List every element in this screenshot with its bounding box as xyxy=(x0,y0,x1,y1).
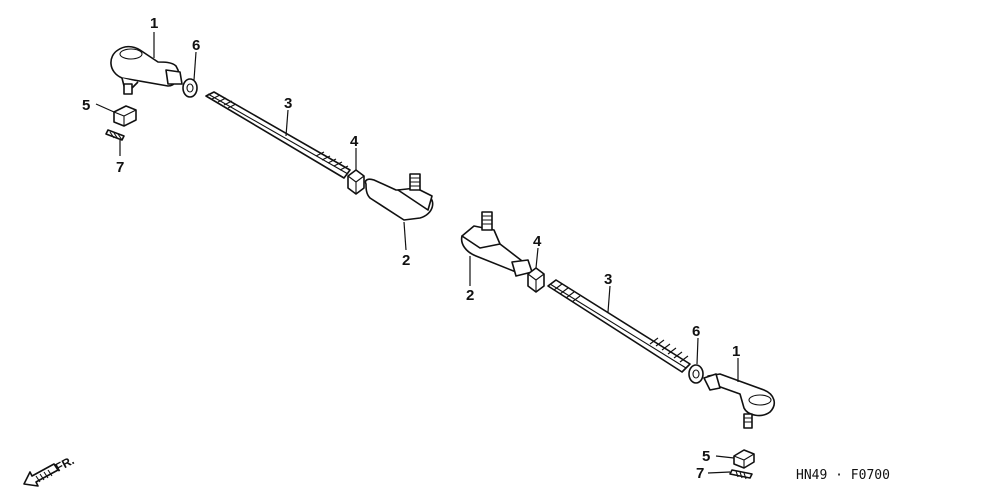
tie-rod-left xyxy=(205,91,351,179)
adjust-nut-left xyxy=(347,169,365,195)
cotter-pin-left xyxy=(105,129,125,141)
callout-adjust-nut-right: 4 xyxy=(533,233,542,250)
tie-rod-end-left xyxy=(110,45,183,95)
callout-castle-nut-right: 5 xyxy=(702,448,710,465)
callout-tie-rod-end-left: 1 xyxy=(150,15,158,32)
callout-cotter-pin-right: 7 xyxy=(696,465,704,482)
front-direction-arrow xyxy=(23,463,59,487)
callout-lock-nut-left: 6 xyxy=(192,37,200,54)
callout-castle-nut-left: 5 xyxy=(82,97,90,114)
castle-nut-left xyxy=(113,105,137,127)
adjust-nut-right xyxy=(527,267,545,293)
cotter-pin-right xyxy=(729,469,753,480)
ball-joint-right xyxy=(460,211,533,277)
lock-nut-left xyxy=(182,78,198,98)
callout-adjust-nut-left: 4 xyxy=(350,133,359,150)
callout-cotter-pin-left: 7 xyxy=(116,159,124,176)
callout-tie-rod-right: 3 xyxy=(604,271,612,288)
callout-ball-joint-right: 2 xyxy=(466,287,474,304)
callout-lock-nut-right: 6 xyxy=(692,323,700,340)
callout-tie-rod-left: 3 xyxy=(284,95,292,112)
lock-nut-right xyxy=(688,364,704,384)
castle-nut-right xyxy=(733,449,755,469)
tie-rod-right xyxy=(547,279,691,373)
callout-ball-joint-left: 2 xyxy=(402,252,410,269)
leader-lines xyxy=(95,32,739,474)
figure-code: HN49 · F0700 xyxy=(796,468,890,483)
tie-rod-end-right xyxy=(703,373,776,429)
callout-tie-rod-end-right: 1 xyxy=(732,343,740,360)
ball-joint-left xyxy=(364,173,434,221)
